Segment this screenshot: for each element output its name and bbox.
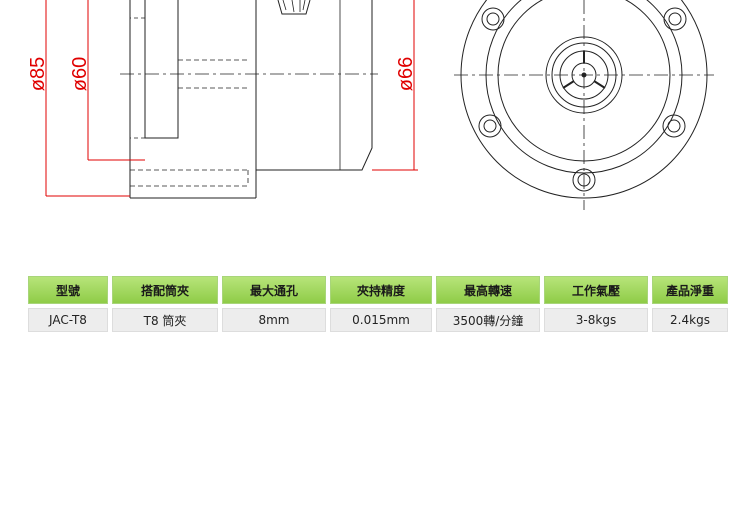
cell-model: JAC-T8: [28, 308, 108, 332]
spec-table: 型號 搭配筒夾 最大通孔 夾持精度 最高轉速 工作氣壓 產品淨重 JAC-T8 …: [24, 272, 732, 336]
header-precision: 夾持精度: [330, 276, 432, 304]
dimension-label-60: ø60: [69, 57, 91, 91]
dimension-label-85: ø85: [27, 57, 49, 91]
header-max-bore: 最大通孔: [222, 276, 326, 304]
technical-drawing: ø85 ø60 ø66: [27, 0, 714, 210]
cell-precision: 0.015mm: [330, 308, 432, 332]
cell-max-bore: 8mm: [222, 308, 326, 332]
side-view: [120, 0, 378, 199]
front-view: [454, 0, 714, 210]
header-net-weight: 產品淨重: [652, 276, 728, 304]
cell-air-pressure: 3-8kgs: [544, 308, 648, 332]
header-model: 型號: [28, 276, 108, 304]
header-max-speed: 最高轉速: [436, 276, 540, 304]
cell-net-weight: 2.4kgs: [652, 308, 728, 332]
table-row: JAC-T8 T8 筒夾 8mm 0.015mm 3500轉/分鐘 3-8kgs…: [28, 308, 728, 332]
header-collet: 搭配筒夾: [112, 276, 218, 304]
cell-max-speed: 3500轉/分鐘: [436, 308, 540, 332]
cell-collet: T8 筒夾: [112, 308, 218, 332]
dimension-lines: [45, 0, 418, 197]
dimension-label-66: ø66: [395, 57, 417, 91]
header-air-pressure: 工作氣壓: [544, 276, 648, 304]
spec-table-header-row: 型號 搭配筒夾 最大通孔 夾持精度 最高轉速 工作氣壓 產品淨重: [28, 276, 728, 304]
